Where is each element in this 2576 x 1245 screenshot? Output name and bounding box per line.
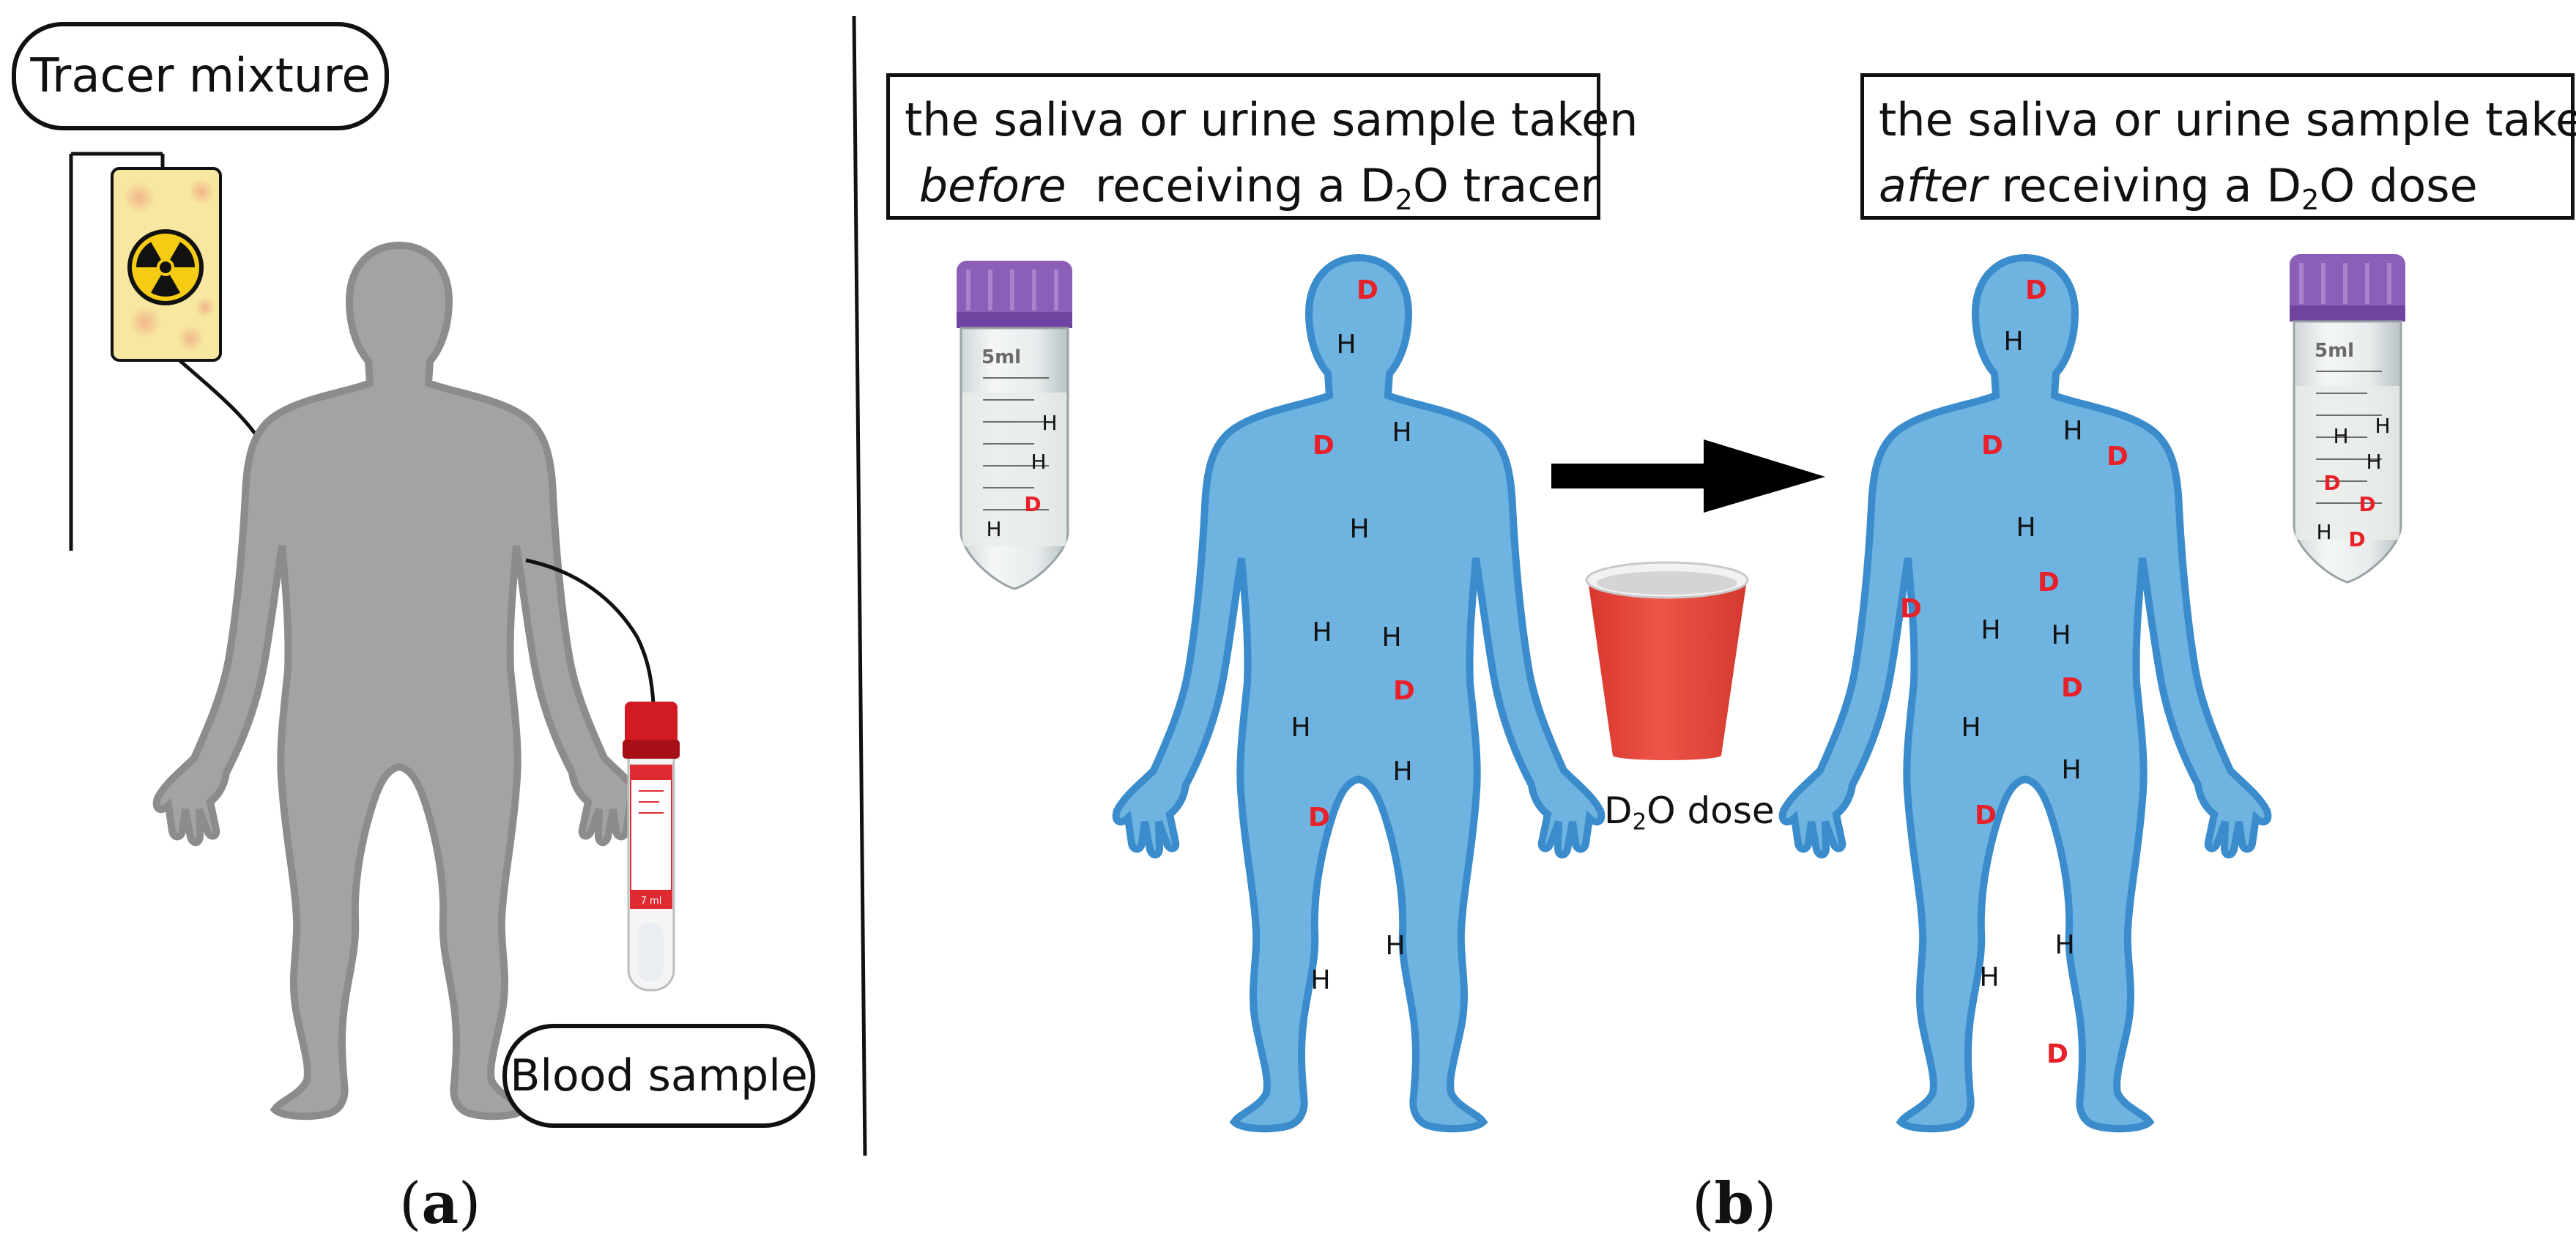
deuterium-label: D (1393, 676, 1415, 706)
hydrogen-label: H (2061, 755, 2081, 785)
after-end: O dose (2319, 159, 2478, 212)
hydrogen-label: H (1392, 417, 1411, 447)
deuterium-label: D (1981, 431, 2003, 461)
deuterium-label: D (1024, 492, 1041, 516)
panel-b: 5ml 5ml (957, 254, 2405, 1129)
hydrogen-label: H (2333, 424, 2348, 448)
before-sub: 2 (1395, 183, 1413, 217)
deuterium-label: D (1313, 431, 1335, 461)
panel-letter-b: (b) (1692, 1170, 1777, 1237)
panel-divider (852, 15, 867, 1156)
hydrogen-label: H (1979, 962, 1999, 992)
cup-label-end: O dose (1647, 789, 1775, 832)
before-end: O tracer (1412, 159, 1599, 212)
deuterium-label: D (2025, 275, 2047, 305)
hydrogen-label: H (2375, 414, 2390, 438)
deuterium-label: D (2038, 568, 2060, 598)
panel-a-letter-text: a (421, 1170, 459, 1237)
after-box-line2: after receiving a D2O dose (1879, 153, 2556, 219)
hydrogen-label: H (2003, 327, 2023, 357)
hydrogen-label: H (2016, 513, 2035, 543)
hydrogen-label: H (1961, 713, 1981, 743)
hydrogen-label: H (1312, 617, 1332, 647)
hydrogen-label: H (1042, 411, 1057, 435)
blood-sample-label: Blood sample (502, 1024, 815, 1128)
cup-label-sub: 2 (1632, 809, 1647, 836)
after-sub: 2 (2301, 183, 2320, 217)
hydrogen-label: H (2366, 450, 2381, 474)
hydrogen-label: H (1981, 615, 2000, 645)
tracer-mixture-text: Tracer mixture (30, 49, 371, 103)
deuterium-label: D (2348, 527, 2365, 551)
hydrogen-label: H (1291, 713, 1310, 743)
arrow-right (1551, 439, 1825, 513)
vial-after: 5ml (2290, 254, 2405, 584)
deuterium-label: D (2046, 1039, 2068, 1069)
panel-a: 7 ml (69, 152, 680, 1116)
hydrogen-label: H (1336, 330, 1356, 360)
hydrogen-label: H (986, 517, 1001, 541)
deuterium-label: D (2107, 442, 2128, 472)
deuterium-label: D (1356, 275, 1378, 305)
panel-letter-a: (a) (399, 1170, 481, 1237)
before-box-line1: the saliva or urine sample taken (905, 93, 1638, 146)
hydrogen-label: H (2051, 620, 2071, 650)
blood-line (525, 558, 656, 704)
blood-tube: 7 ml (623, 702, 680, 992)
hydrogen-label: H (1031, 450, 1046, 474)
hydrogen-label: H (2316, 520, 2331, 544)
before-box-line2: before receiving a D2O tracer (905, 153, 1599, 219)
after-mid: receiving a D (2001, 159, 2301, 212)
tube-label: 7 ml (641, 896, 662, 907)
cup-icon (1585, 561, 1749, 760)
hydrogen-label: H (1381, 622, 1401, 653)
after-box-line1: the saliva or urine sample taken (1879, 93, 2576, 146)
panel-b-letter-text: b (1714, 1170, 1754, 1237)
deuterium-label: D (1975, 800, 1997, 830)
hydrogen-label: H (1349, 514, 1369, 544)
vial-label: 5ml (981, 346, 1021, 368)
deuterium-label: D (2358, 492, 2375, 516)
hydrogen-label: H (1310, 965, 1330, 995)
tracer-mixture-label: Tracer mixture (12, 22, 389, 130)
cup-label: D2O dose (1604, 789, 1775, 833)
blue-human-after (1783, 258, 2268, 1129)
blue-human-before (1116, 258, 1602, 1129)
hydrogen-label: H (2063, 416, 2082, 446)
vial-label: 5ml (2315, 340, 2354, 362)
deuterium-label: D (2323, 471, 2340, 495)
deuterium-label: D (1308, 803, 1330, 833)
hydrogen-label: H (1392, 757, 1412, 787)
deuterium-label: D (1900, 594, 1922, 624)
deuterium-label: D (2061, 673, 2083, 703)
before-mid: receiving a D (1095, 159, 1395, 212)
vial-before: 5ml (957, 261, 1072, 590)
hydrogen-label: H (2055, 930, 2074, 960)
tracer-bag (111, 167, 222, 362)
hydrogen-label: H (1385, 931, 1405, 961)
after-sample-box: the saliva or urine sample taken after r… (1860, 73, 2576, 220)
blood-sample-text: Blood sample (510, 1050, 808, 1101)
gray-human-figure (157, 245, 642, 1116)
after-italic: after (1879, 159, 1987, 212)
before-italic: before (918, 159, 1066, 212)
before-sample-box: the saliva or urine sample taken before … (886, 73, 1638, 220)
cup-label-main: D (1604, 789, 1633, 832)
radiation-icon (127, 229, 204, 305)
